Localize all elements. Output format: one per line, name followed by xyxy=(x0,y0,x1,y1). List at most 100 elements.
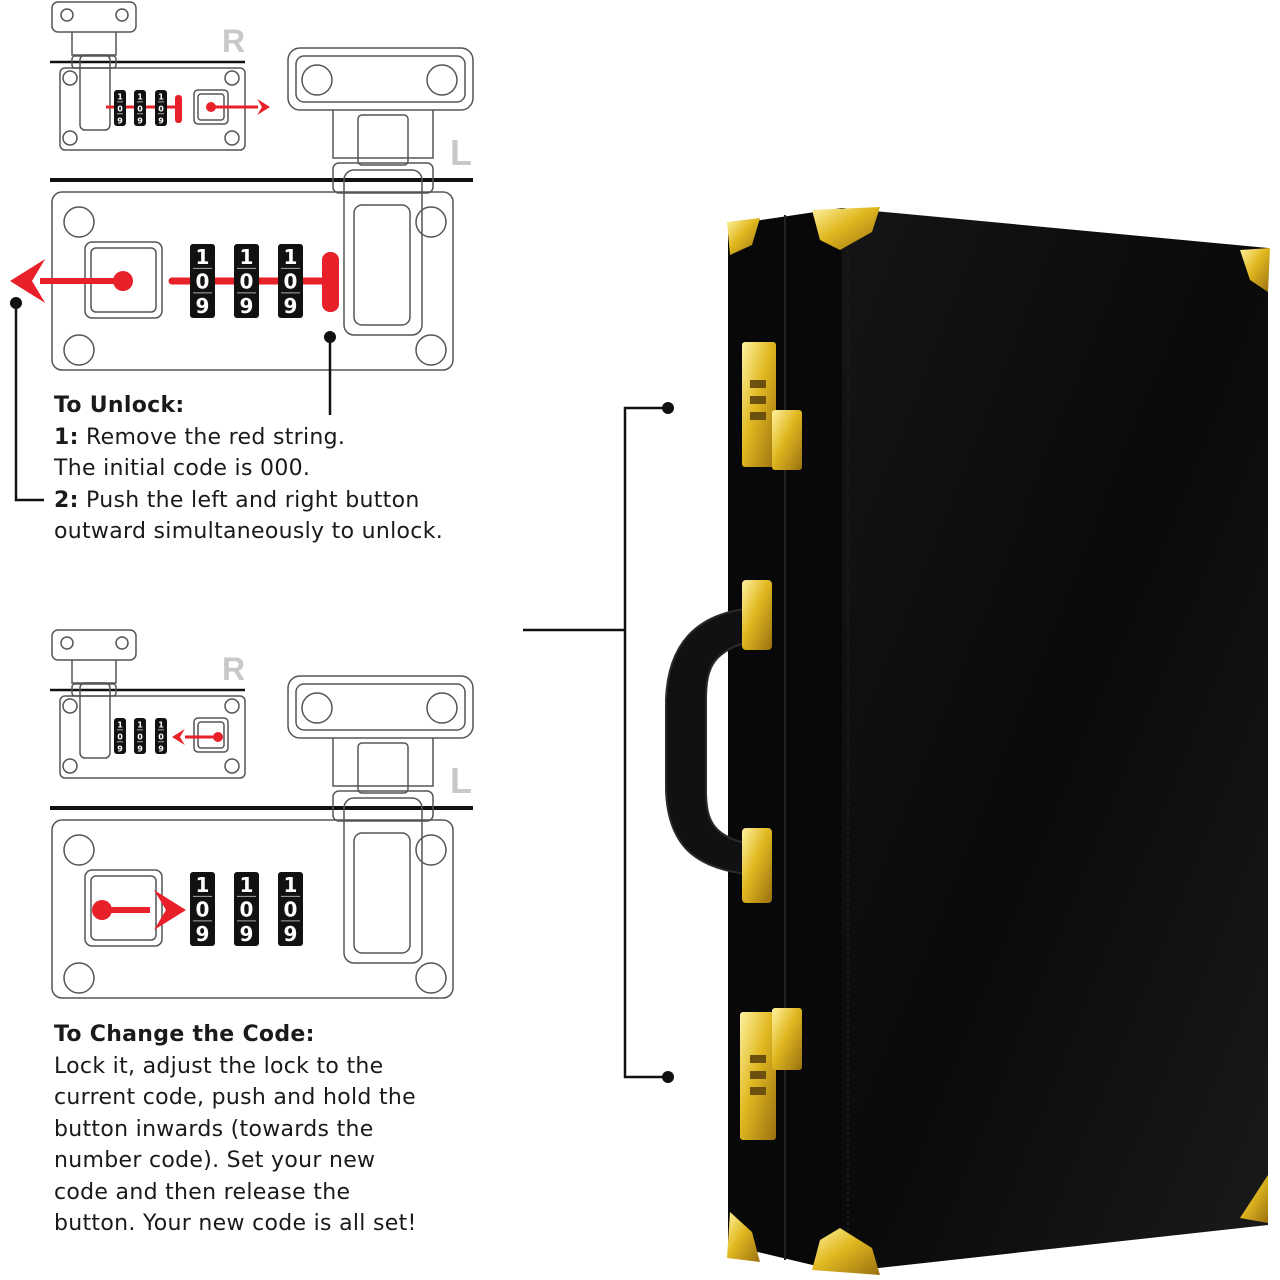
wheel-digit: 9 xyxy=(117,744,123,753)
wheel-digit: 9 xyxy=(284,294,298,318)
red-string-tag xyxy=(322,252,339,312)
push-point xyxy=(113,271,133,291)
screw-hole xyxy=(63,834,95,866)
latch-tongue xyxy=(79,682,111,759)
arrow-head-icon xyxy=(257,99,270,115)
wheel-digit: 9 xyxy=(240,294,254,318)
code-wheel xyxy=(234,872,259,946)
latch-slot xyxy=(357,742,409,794)
wheel-digit: 0 xyxy=(196,269,210,293)
wheel-digit: 1 xyxy=(137,721,143,730)
combination-lock-top[interactable] xyxy=(742,342,802,470)
latch-tongue-inner xyxy=(353,204,411,326)
wheel-digit: 9 xyxy=(137,744,143,753)
wheel-digit: 9 xyxy=(196,294,210,318)
wheel-digit: 0 xyxy=(117,105,123,114)
change-code-instructions: To Change the Code: Lock it, adjust the … xyxy=(54,1019,417,1240)
latch-tongue xyxy=(343,797,423,964)
instruction-line: current code, push and hold the xyxy=(54,1085,416,1110)
screw-hole xyxy=(63,962,95,994)
push-point xyxy=(213,732,223,742)
callout-dot xyxy=(324,331,336,343)
arrow-head-icon xyxy=(154,890,186,930)
wheel-digit: 0 xyxy=(117,733,123,742)
wheel-digit: 9 xyxy=(158,116,164,125)
latch-hinge xyxy=(332,162,434,194)
wheel-digit: 0 xyxy=(240,897,254,921)
screw-hole xyxy=(62,758,78,774)
wheel-digit: 0 xyxy=(284,897,298,921)
wheel-digit: 1 xyxy=(158,93,164,102)
code-wheel xyxy=(114,718,126,754)
latch-plate xyxy=(51,629,137,661)
step1-note: The initial code is 000. xyxy=(54,456,311,481)
wheel-digit: 1 xyxy=(240,245,254,269)
wheel-digit: 0 xyxy=(196,897,210,921)
label-right: R xyxy=(222,651,245,687)
wheel-digit: 9 xyxy=(240,922,254,946)
wheel-digit: 1 xyxy=(284,873,298,897)
push-point xyxy=(206,102,216,112)
red-string-tag xyxy=(175,95,182,123)
latch-tongue xyxy=(79,54,111,131)
wheel-digit: 1 xyxy=(196,245,210,269)
latch-tongue xyxy=(343,169,423,336)
wheel-digit: 1 xyxy=(137,93,143,102)
latch-hinge xyxy=(332,790,434,822)
corner-protector xyxy=(727,1212,760,1262)
corner-protector xyxy=(812,1228,880,1275)
instruction-line: button. Your new code is all set! xyxy=(54,1211,417,1236)
unlock-instructions: To Unlock: 1: Remove the red string. The… xyxy=(54,390,443,548)
latch-stem xyxy=(71,660,117,684)
code-wheel xyxy=(134,90,146,126)
change-code-heading: To Change the Code: xyxy=(54,1022,315,1047)
code-wheel xyxy=(134,718,146,754)
screw-hole xyxy=(62,698,78,714)
screw-hole xyxy=(62,70,78,86)
step2-text-continued: outward simultaneously to unlock. xyxy=(54,519,444,544)
screw-hole xyxy=(301,692,333,724)
code-wheel xyxy=(278,872,303,946)
label-left: L xyxy=(450,760,472,801)
callout-dot xyxy=(662,1071,674,1083)
code-wheel xyxy=(155,90,167,126)
screw-hole xyxy=(60,8,74,22)
latch-plate xyxy=(287,47,474,111)
screw-hole xyxy=(415,962,447,994)
instruction-line: code and then release the xyxy=(54,1179,351,1205)
latch-plate xyxy=(287,675,474,739)
lock-plate xyxy=(51,819,454,999)
latch-plate-inner xyxy=(295,683,466,731)
screw-hole xyxy=(63,334,95,366)
latch-slot xyxy=(357,114,409,166)
label-left: L xyxy=(450,132,472,173)
wheel-digit: 1 xyxy=(240,873,254,897)
corner-protector xyxy=(727,218,760,255)
briefcase-handle[interactable] xyxy=(665,580,772,903)
instruction-line: Lock it, adjust the lock to the xyxy=(54,1053,384,1079)
code-wheel xyxy=(190,872,215,946)
screw-hole xyxy=(415,334,447,366)
screw-hole xyxy=(115,636,129,650)
wheel-digit: 9 xyxy=(158,744,164,753)
arrow-head-icon xyxy=(10,259,46,303)
step2-text: Push the left and right button xyxy=(86,487,420,513)
combination-lock-bottom[interactable] xyxy=(740,1008,802,1140)
latch-plate-inner xyxy=(295,55,466,103)
screw-hole xyxy=(60,636,74,650)
callout-lines xyxy=(14,303,668,1079)
wheel-digit: 0 xyxy=(240,269,254,293)
step1-text: Remove the red string. xyxy=(86,424,346,450)
screw-hole xyxy=(301,64,333,96)
wheel-digit: 1 xyxy=(117,93,123,102)
wheel-digit: 0 xyxy=(137,105,143,114)
code-wheel xyxy=(278,244,303,318)
latch-hinge xyxy=(71,683,117,697)
